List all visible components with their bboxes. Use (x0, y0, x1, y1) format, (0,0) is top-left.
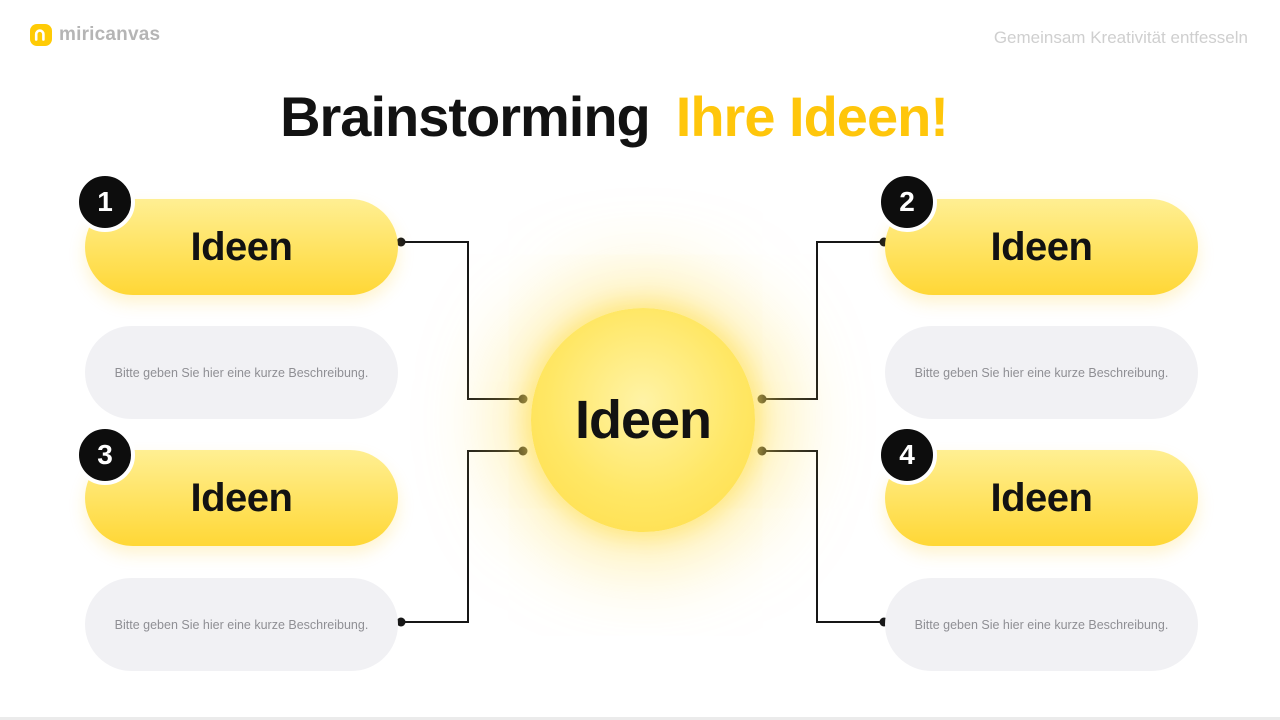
node-2-number-badge: 2 (877, 172, 937, 232)
node-4-description-text: Bitte geben Sie hier eine kurze Beschrei… (914, 617, 1169, 632)
node-2-idea-pill[interactable]: Ideen (885, 199, 1198, 295)
slide-title: Brainstorming Ihre Ideen! (0, 84, 1254, 149)
center-idea-node[interactable]: Ideen (531, 308, 755, 532)
node-1-idea-label: Ideen (190, 224, 293, 269)
node-1-idea-pill[interactable]: Ideen (85, 199, 398, 295)
node-1-number: 1 (97, 186, 113, 217)
node-1-description-box[interactable]: Bitte geben Sie hier eine kurze Beschrei… (85, 326, 398, 419)
node-3-number-badge: 3 (75, 425, 135, 485)
node-2-idea-label: Ideen (990, 224, 1093, 269)
node-4-number: 4 (899, 439, 915, 470)
connector-top-left (401, 241, 521, 400)
title-text-yellow: Ihre Ideen! (675, 85, 949, 148)
node-2-description-text: Bitte geben Sie hier eine kurze Beschrei… (914, 365, 1169, 380)
node-4-number-badge: 4 (877, 425, 937, 485)
node-3-idea-label: Ideen (190, 475, 293, 520)
node-2-number: 2 (899, 186, 915, 217)
connector-top-right (764, 241, 884, 400)
node-4-idea-pill[interactable]: Ideen (885, 450, 1198, 546)
node-3-description-box[interactable]: Bitte geben Sie hier eine kurze Beschrei… (85, 578, 398, 671)
node-4-idea-label: Ideen (990, 475, 1093, 520)
node-2-description-box[interactable]: Bitte geben Sie hier eine kurze Beschrei… (885, 326, 1198, 419)
miricanvas-logo-text: miricanvas (59, 24, 161, 45)
node-1-description-text: Bitte geben Sie hier eine kurze Beschrei… (114, 365, 369, 380)
node-3-number: 3 (97, 439, 113, 470)
miricanvas-logo: miricanvas (30, 24, 160, 46)
miricanvas-logo-icon (30, 24, 52, 46)
connector-bottom-right (764, 450, 884, 623)
center-idea-label: Ideen (574, 390, 712, 450)
title-text-black: Brainstorming (280, 85, 651, 148)
slide-bottom-edge (0, 717, 1280, 720)
connector-bottom-left (401, 450, 521, 623)
node-4-description-box[interactable]: Bitte geben Sie hier eine kurze Beschrei… (885, 578, 1198, 671)
slide-tagline: Gemeinsam Kreativität entfesseln (993, 28, 1248, 47)
node-3-idea-pill[interactable]: Ideen (85, 450, 398, 546)
node-1-number-badge: 1 (75, 172, 135, 232)
node-3-description-text: Bitte geben Sie hier eine kurze Beschrei… (114, 617, 369, 632)
